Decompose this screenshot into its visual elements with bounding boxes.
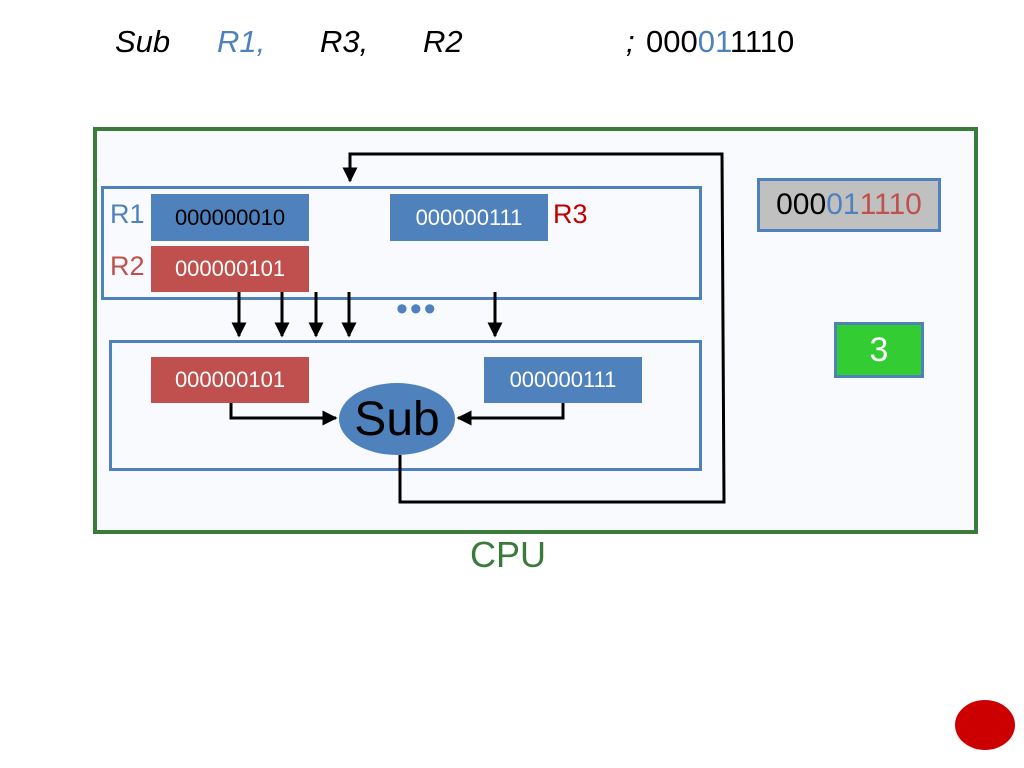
register-r3-value: 000000111 <box>390 194 548 241</box>
next-slide-button[interactable] <box>955 700 1015 750</box>
instr-src2-register: R2 <box>423 24 463 59</box>
instr-src1-register: R3, <box>320 24 369 59</box>
instr-machine-code: 000011110 <box>646 24 794 60</box>
register-r2-label: R2 <box>110 251 145 281</box>
register-r1-value: 000000010 <box>151 194 309 241</box>
ir-part3: 1110 <box>859 188 922 221</box>
instr-opcode: Sub <box>115 24 171 59</box>
instr-code-part1: 000 <box>646 24 698 59</box>
instr-comment-marker: ; <box>626 24 635 59</box>
register-r3-label: R3 <box>553 199 588 229</box>
instr-dest-register: R1, <box>217 24 266 59</box>
program-counter: 3 <box>834 322 924 378</box>
alu-operand-right: 000000111 <box>484 357 642 403</box>
operand-left-wire <box>229 403 338 426</box>
register-r2-value: 000000101 <box>151 246 309 292</box>
bus-ellipsis: ••• <box>396 290 438 328</box>
register-r1-label: R1 <box>110 199 145 229</box>
alu-sub-unit: Sub <box>339 383 455 455</box>
result-feedback-wire <box>342 152 726 504</box>
ir-part1: 000 <box>776 188 827 221</box>
instr-code-part2: 01 <box>697 24 730 59</box>
cpu-label: CPU <box>470 534 547 575</box>
alu-operand-left: 000000101 <box>151 357 309 403</box>
operand-right-wire <box>456 403 565 426</box>
instr-code-part3: 1110 <box>729 24 795 59</box>
ir-part2: 01 <box>826 188 860 221</box>
